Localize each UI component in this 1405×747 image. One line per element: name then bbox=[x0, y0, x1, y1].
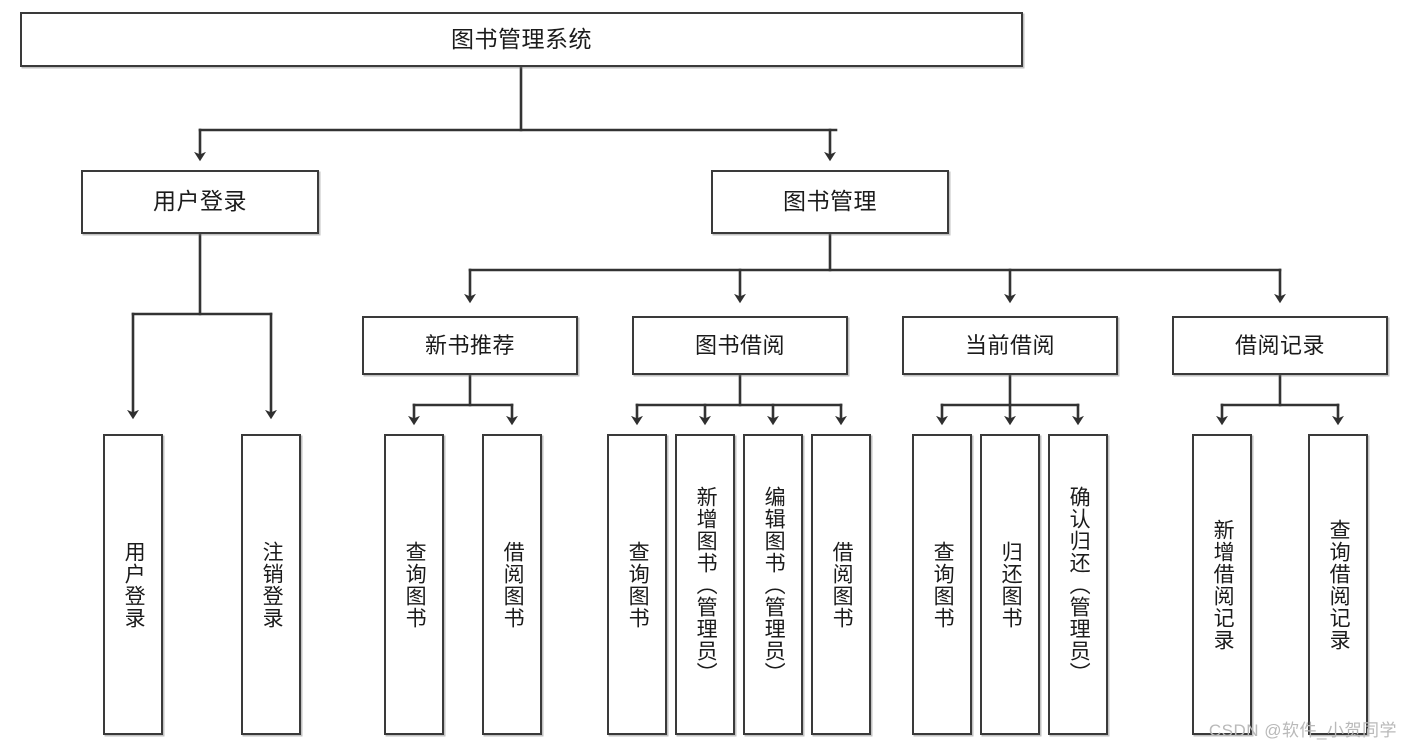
node-root-label: 图书管理系统 bbox=[451, 25, 592, 52]
leaf-return-book[interactable]: 归还图书 bbox=[980, 434, 1040, 735]
leaf-confirm-return-label: 确认归还（管理员） bbox=[1067, 485, 1091, 684]
node-book-borrow[interactable]: 图书借阅 bbox=[632, 316, 848, 375]
leaf-add-book-label: 新增图书（管理员） bbox=[694, 485, 718, 684]
node-new-book-rec[interactable]: 新书推荐 bbox=[362, 316, 578, 375]
leaf-query-book-3-label: 查询图书 bbox=[931, 540, 955, 629]
leaf-add-record[interactable]: 新增借阅记录 bbox=[1192, 434, 1252, 735]
leaf-query-record-label: 查询借阅记录 bbox=[1327, 518, 1351, 651]
leaf-borrow-book-1[interactable]: 借阅图书 bbox=[482, 434, 542, 735]
leaf-query-book-1[interactable]: 查询图书 bbox=[384, 434, 444, 735]
node-book-manage-label: 图书管理 bbox=[783, 188, 877, 215]
leaf-edit-book-label: 编辑图书（管理员） bbox=[762, 485, 786, 684]
leaf-confirm-return[interactable]: 确认归还（管理员） bbox=[1048, 434, 1108, 735]
leaf-borrow-book-2-label: 借阅图书 bbox=[830, 540, 854, 629]
leaf-add-book[interactable]: 新增图书（管理员） bbox=[675, 434, 735, 735]
node-current-borrow-label: 当前借阅 bbox=[964, 332, 1055, 358]
watermark: CSDN @软件_小贺同学 bbox=[1208, 721, 1397, 740]
leaf-query-record[interactable]: 查询借阅记录 bbox=[1308, 434, 1368, 735]
node-root[interactable]: 图书管理系统 bbox=[20, 12, 1023, 67]
leaf-query-book-2-label: 查询图书 bbox=[626, 540, 650, 629]
leaf-query-book-2[interactable]: 查询图书 bbox=[607, 434, 667, 735]
node-borrow-record[interactable]: 借阅记录 bbox=[1172, 316, 1388, 375]
leaf-user-login-label: 用户登录 bbox=[122, 540, 146, 629]
node-user-login-label: 用户登录 bbox=[153, 188, 247, 215]
leaf-user-logout[interactable]: 注销登录 bbox=[241, 434, 301, 735]
node-borrow-record-label: 借阅记录 bbox=[1234, 332, 1325, 358]
leaf-query-book-3[interactable]: 查询图书 bbox=[912, 434, 972, 735]
leaf-user-logout-label: 注销登录 bbox=[260, 540, 284, 629]
leaf-edit-book[interactable]: 编辑图书（管理员） bbox=[743, 434, 803, 735]
node-book-manage[interactable]: 图书管理 bbox=[711, 170, 949, 234]
leaf-return-book-label: 归还图书 bbox=[999, 540, 1023, 629]
leaf-borrow-book-2[interactable]: 借阅图书 bbox=[811, 434, 871, 735]
leaf-add-record-label: 新增借阅记录 bbox=[1211, 518, 1235, 651]
node-book-borrow-label: 图书借阅 bbox=[694, 332, 785, 358]
leaf-query-book-1-label: 查询图书 bbox=[403, 540, 427, 629]
node-current-borrow[interactable]: 当前借阅 bbox=[902, 316, 1118, 375]
leaf-borrow-book-1-label: 借阅图书 bbox=[501, 540, 525, 629]
node-user-login[interactable]: 用户登录 bbox=[81, 170, 319, 234]
leaf-user-login[interactable]: 用户登录 bbox=[103, 434, 163, 735]
node-new-book-rec-label: 新书推荐 bbox=[424, 332, 515, 358]
